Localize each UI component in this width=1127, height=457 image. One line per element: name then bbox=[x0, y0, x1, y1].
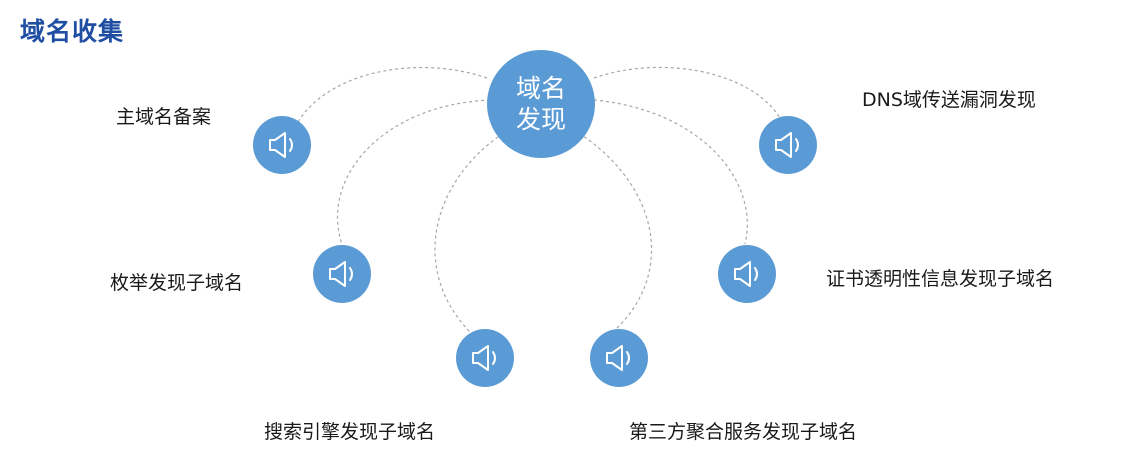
center-node: 域名发现 bbox=[487, 50, 595, 158]
node-3 bbox=[590, 329, 648, 387]
center-label: 域名发现 bbox=[515, 74, 566, 134]
node-0 bbox=[253, 116, 311, 174]
connector-5 bbox=[593, 66, 781, 119]
speaker-icon bbox=[734, 261, 758, 287]
node-label-1: 枚举发现子域名 bbox=[110, 272, 244, 294]
connector-3 bbox=[573, 129, 653, 333]
node-1 bbox=[313, 245, 371, 303]
speaker-icon bbox=[472, 345, 496, 371]
speaker-icon bbox=[606, 345, 630, 371]
connector-2 bbox=[434, 129, 509, 333]
speaker-icon bbox=[269, 132, 293, 158]
diagram-title: 域名收集 bbox=[20, 17, 125, 46]
node-label-2: 搜索引擎发现子域名 bbox=[264, 421, 436, 443]
connector-1 bbox=[336, 99, 491, 245]
node-label-4: 证书透明性信息发现子域名 bbox=[826, 268, 1055, 290]
node-5 bbox=[759, 116, 817, 174]
node-4 bbox=[718, 245, 776, 303]
node-label-3: 第三方聚合服务发现子域名 bbox=[629, 421, 858, 443]
node-2 bbox=[456, 329, 514, 387]
connector-0 bbox=[297, 67, 488, 123]
connector-4 bbox=[593, 99, 748, 245]
speaker-icon bbox=[775, 132, 799, 158]
node-label-5: DNS域传送漏洞发现 bbox=[862, 89, 1036, 111]
node-label-0: 主域名备案 bbox=[116, 106, 212, 128]
speaker-icon bbox=[329, 261, 353, 287]
